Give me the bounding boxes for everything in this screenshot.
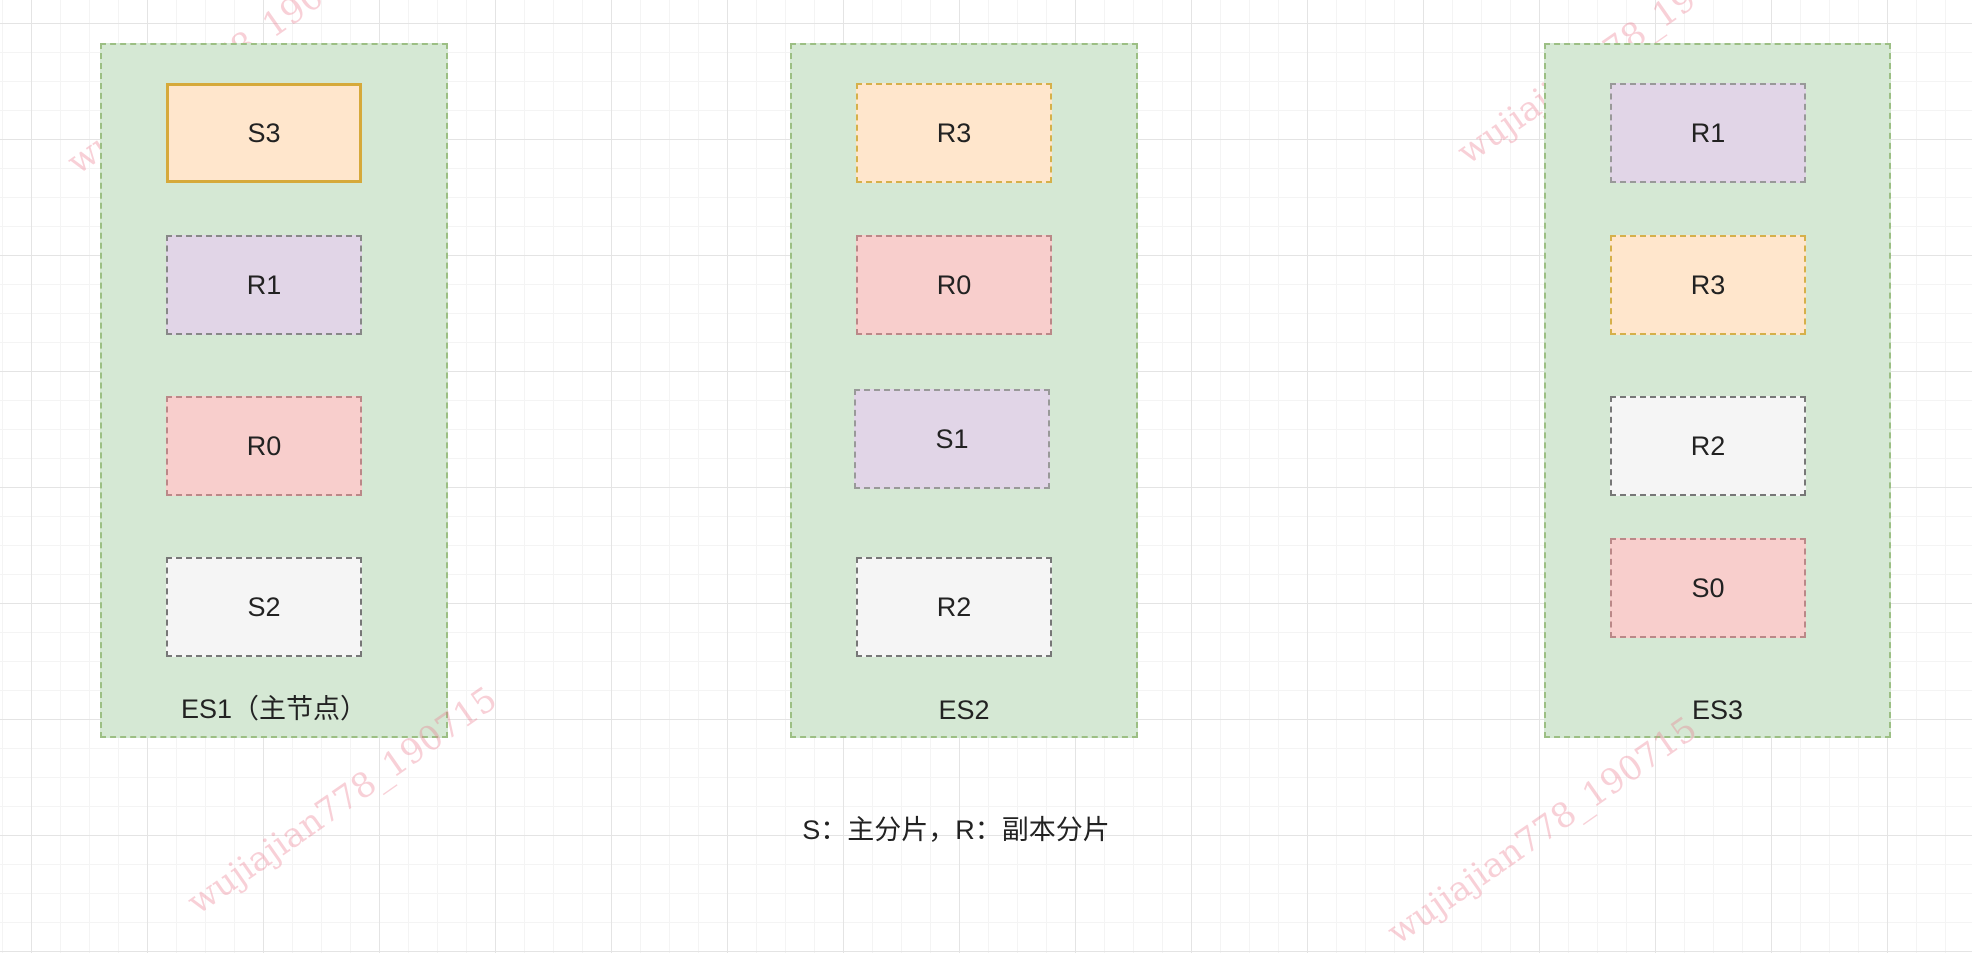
node-label: ES2 <box>938 695 990 725</box>
shard: R3 <box>1610 235 1806 335</box>
node-label: ES1（主节点） <box>180 694 368 724</box>
shard: R2 <box>1610 396 1806 496</box>
shard: S0 <box>1610 538 1806 638</box>
node-label: ES3 <box>1691 695 1744 725</box>
shard: S3 <box>166 83 362 183</box>
shard: R1 <box>166 235 362 335</box>
shard: S1 <box>854 389 1050 489</box>
shard: R1 <box>1610 83 1806 183</box>
shard: R0 <box>166 396 362 496</box>
legend: S：主分片，R：副本分片 <box>802 815 1110 845</box>
shard: R2 <box>856 557 1052 657</box>
shard: R0 <box>856 235 1052 335</box>
shard: S2 <box>166 557 362 657</box>
shard: R3 <box>856 83 1052 183</box>
